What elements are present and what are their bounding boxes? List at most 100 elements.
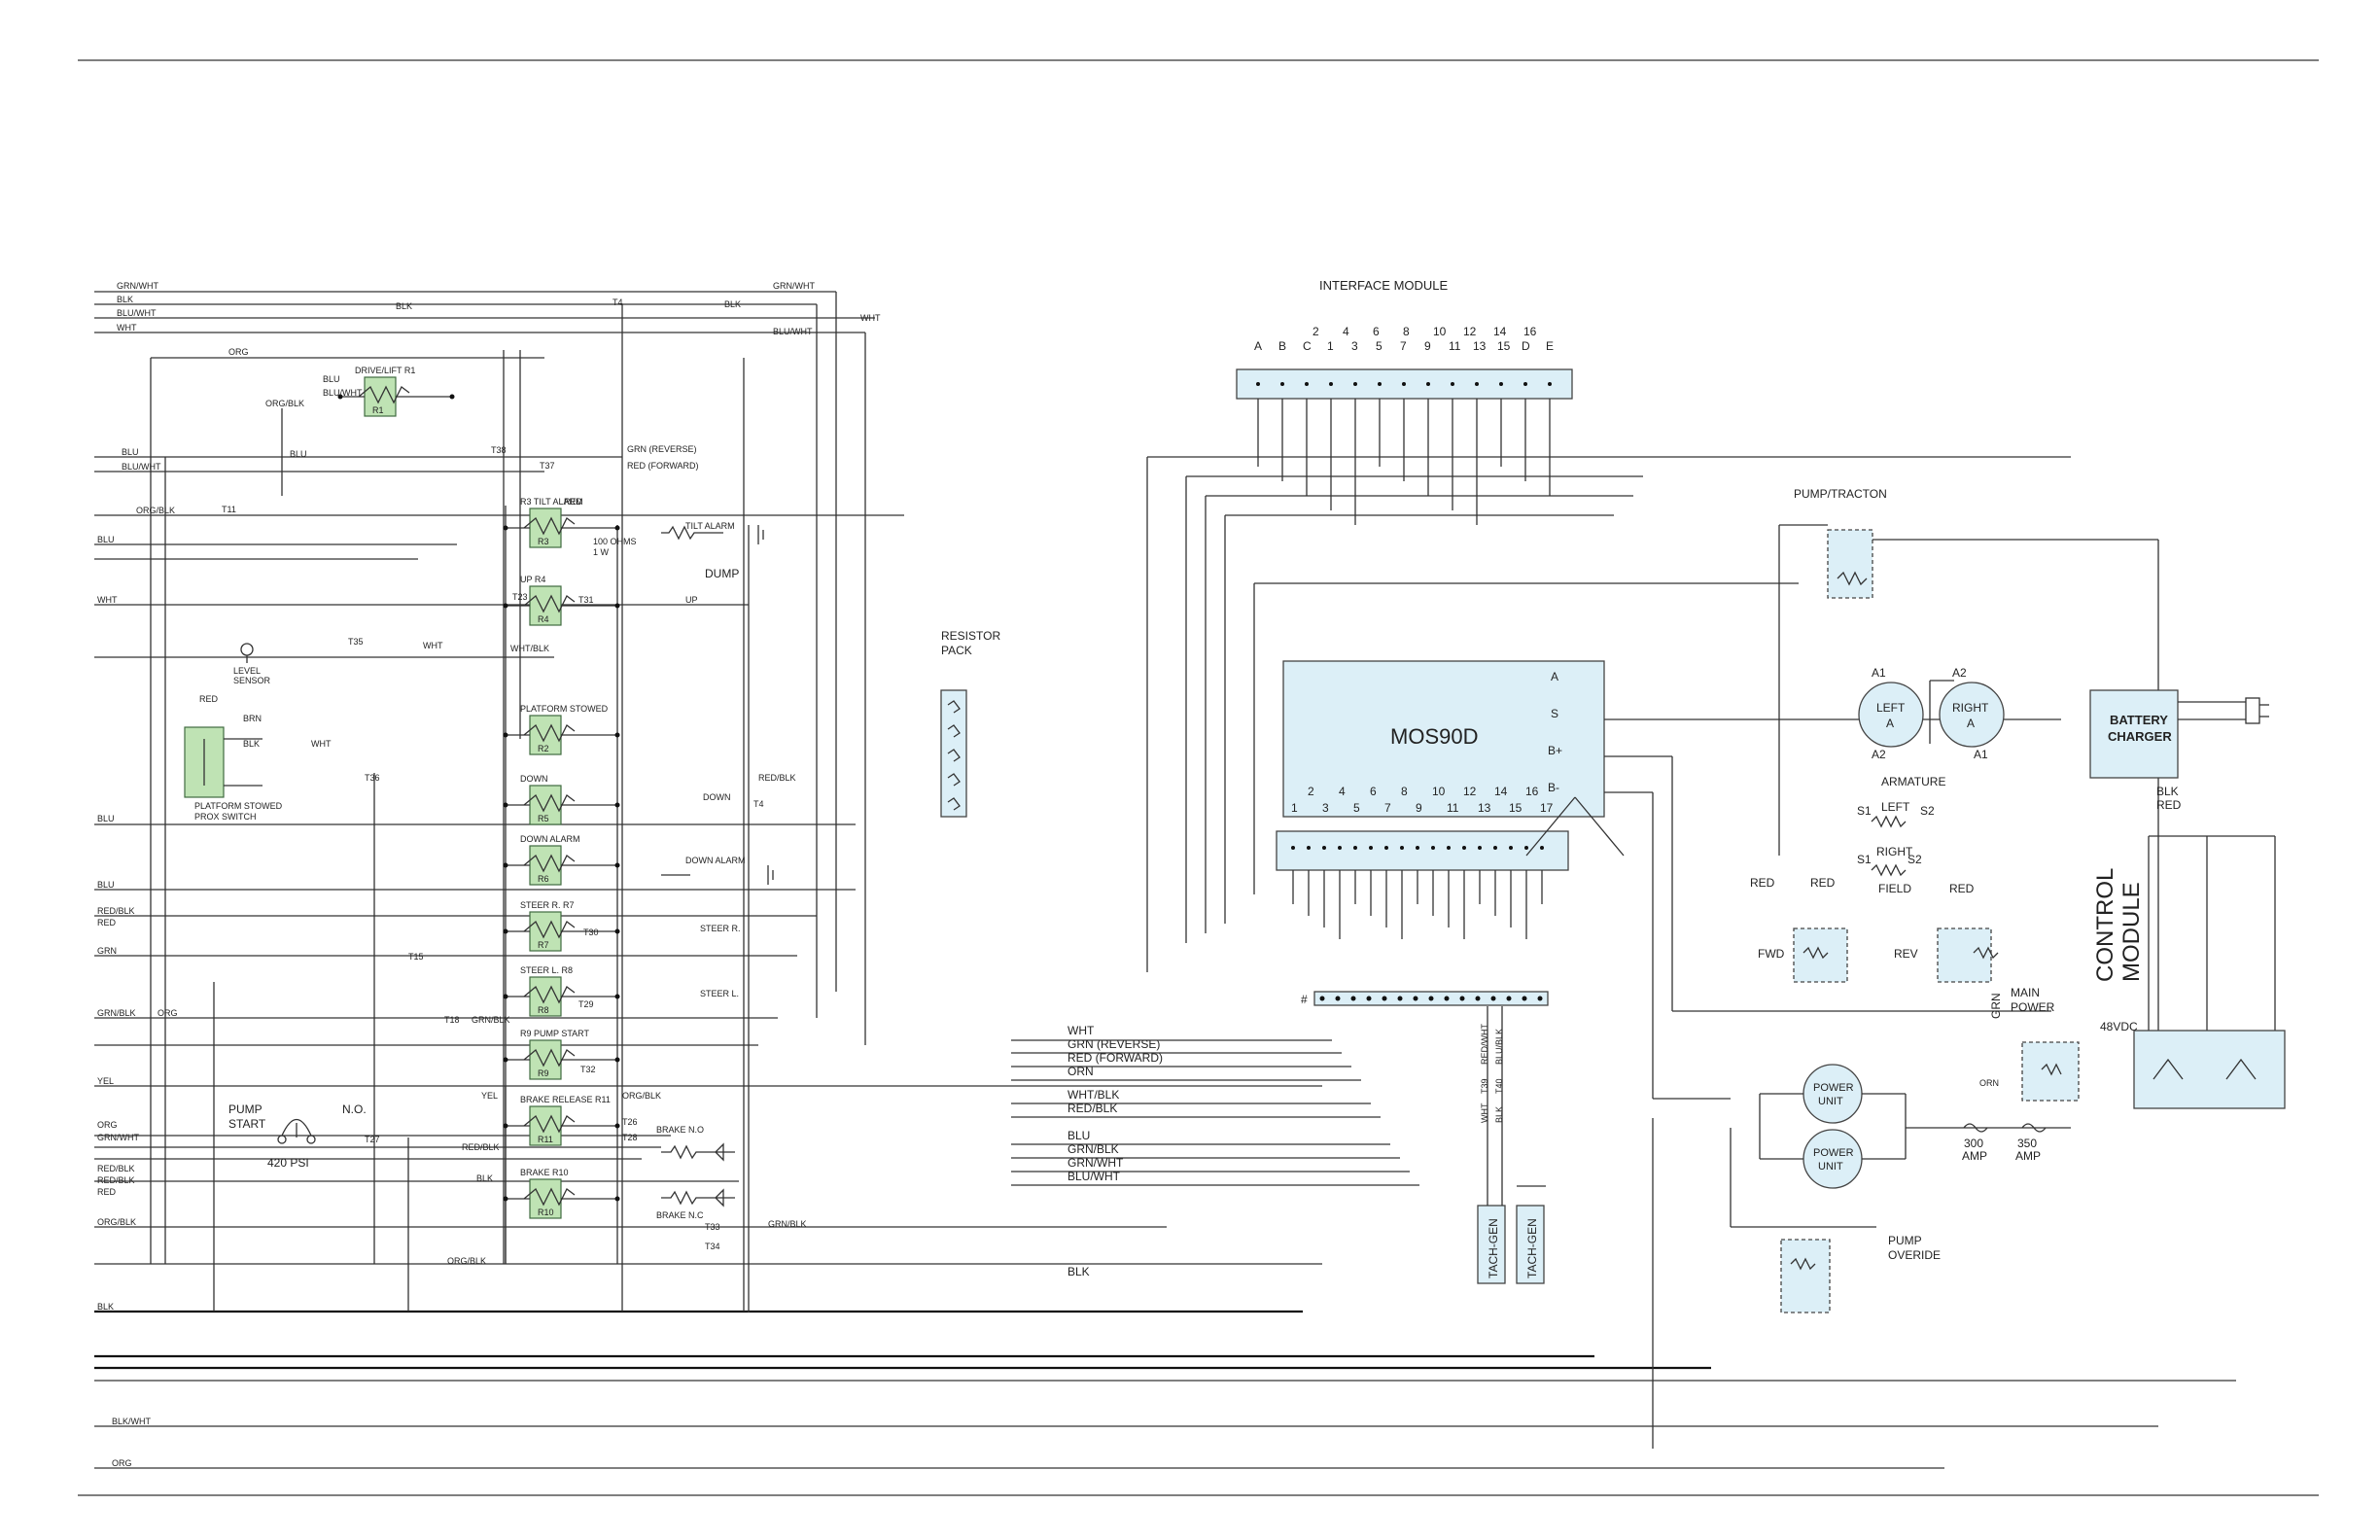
wire-label: GRN/BLK (472, 1015, 510, 1025)
relay-coil-label: R7 (538, 940, 549, 950)
wire-label: BLU/WHT (117, 308, 157, 318)
tach-wire-label: WHT (1480, 1102, 1489, 1123)
im-pin-dot (1402, 382, 1406, 386)
im-pin-bottom-label: D (1522, 339, 1530, 353)
tach-wire-label: T39 (1480, 1078, 1489, 1094)
relay-name-label: BRAKE R10 (520, 1168, 569, 1177)
tach-generators: WHT T39 RED/WHT BLK T40 BLU/BLK TACH-GEN… (1477, 1006, 1546, 1284)
im-pin-bottom-label: 7 (1400, 339, 1407, 353)
terminal-t35: T35 (348, 637, 364, 647)
im-pin-dot (1353, 382, 1357, 386)
mos-pin-top-label: 14 (1494, 785, 1508, 798)
tach-gen-1-label: TACH-GEN (1487, 1218, 1500, 1278)
tach-wire-label: RED/WHT (1480, 1024, 1489, 1065)
wire-label: RED (97, 1187, 117, 1197)
interface-module-title: INTERFACE MODULE (1319, 278, 1449, 293)
pump-start-label: START (228, 1117, 266, 1131)
wire-label: ORG/BLK (265, 399, 304, 408)
terminal-t29: T29 (578, 999, 594, 1009)
wire-label: BLU/WHT (122, 462, 161, 472)
red-label: RED (1949, 882, 1975, 895)
field-windings: S1 LEFT S2 S1 RIGHT S2 FIELD (1857, 800, 1935, 895)
wire-label: WHT (860, 313, 881, 323)
center-wire-label: BLK (1068, 1265, 1090, 1278)
im-pin-bottom-label: A (1254, 339, 1262, 353)
im-pin-bottom-label: B (1278, 339, 1286, 353)
mos-pin-dot (1369, 846, 1373, 850)
terminal-t36: T36 (365, 773, 380, 783)
wire-label: ORG (158, 1008, 178, 1018)
wire-label: GRN/WHT (97, 1133, 139, 1142)
left-motor-sub: A (1886, 717, 1894, 730)
mos-pin-dot (1307, 846, 1311, 850)
charger-wire-red: RED (2156, 798, 2182, 812)
power-unit-1-label: UNIT (1818, 1096, 1843, 1107)
center-wire-label: RED/BLK (1068, 1102, 1117, 1115)
mos-pin-dot (1338, 846, 1342, 850)
level-sensor: LEVEL SENSOR (233, 643, 271, 685)
main-power-label: POWER (2011, 1000, 2055, 1014)
relay-r2: PLATFORM STOWED R2 (503, 704, 620, 755)
wire-label: RED/BLK (97, 906, 135, 916)
strip-pin-dot (1366, 996, 1372, 1001)
pump-override-label: PUMP (1888, 1234, 1922, 1247)
wire-label: WHT (423, 641, 443, 650)
level-sensor-label: SENSOR (233, 676, 271, 685)
battery-charger: BATTERY CHARGER BLK RED (2089, 689, 2269, 812)
wire-label: BLK (243, 739, 260, 749)
wire-label: YEL (97, 1076, 114, 1086)
terminal-t37: T37 (540, 461, 555, 471)
mos-pin-dot (1353, 846, 1357, 850)
resistor-watt-label: 1 W (593, 547, 610, 557)
mos-pin-dot (1384, 846, 1388, 850)
center-wire-label: GRN (REVERSE) (1068, 1037, 1160, 1051)
mos-pin-dot (1540, 846, 1544, 850)
left-motor-a2: A2 (1872, 748, 1886, 761)
relay-coil-label: R8 (538, 1005, 549, 1015)
terminal-t11: T11 (222, 505, 236, 514)
im-pin-dot (1426, 382, 1430, 386)
mos-pin-bottom-label: 17 (1540, 801, 1554, 815)
tilt-alarm-label: TILT ALARM (685, 521, 735, 531)
relay-name-label: BRAKE RELEASE R11 (520, 1095, 611, 1104)
wire-label: RED (199, 694, 219, 704)
prox-switch: PLATFORM STOWED PROX SWITCH (184, 726, 283, 822)
pump-override: PUMP OVERIDE (1730, 1128, 1941, 1313)
relay-name-label: DOWN ALARM (520, 834, 580, 844)
relay-name-label: STEER R. R7 (520, 900, 575, 910)
im-pin-bottom-label: 1 (1327, 339, 1334, 353)
mos-pin-dot (1431, 846, 1435, 850)
psi-label: 420 PSI (267, 1156, 309, 1170)
center-wire-label: GRN/BLK (1068, 1142, 1119, 1156)
im-pin-dot (1451, 382, 1454, 386)
brake-nc-label: BRAKE N.C (656, 1210, 704, 1220)
terminal-strip-hash: # (1301, 993, 1308, 1006)
wire-label: ORG/BLK (622, 1091, 661, 1101)
mos-pin-top-label: 2 (1308, 785, 1314, 798)
relay-coil-label: R2 (538, 744, 549, 753)
wire-label: ORG (97, 1120, 118, 1130)
down-output-label: DOWN (703, 792, 731, 802)
mos-pin-dot (1509, 846, 1513, 850)
mos-pin-top-label: 4 (1339, 785, 1346, 798)
down-alarm-output-label: DOWN ALARM (685, 856, 746, 865)
terminal-t32: T32 (580, 1065, 596, 1074)
top-bus-labels: GRN/WHT BLK BLU/WHT WHT GRN (REVERSE) RE… (627, 281, 881, 471)
wire-label: ORG/BLK (447, 1256, 486, 1266)
center-wire-label: BLU (1068, 1129, 1090, 1142)
tach-wire-label: BLK (1494, 1106, 1504, 1123)
pump-traction-label: PUMP/TRACTON (1794, 487, 1887, 501)
wire-label: WHT/BLK (510, 644, 549, 653)
left-wire-bus (94, 291, 2236, 1469)
right-motor-sub: A (1967, 717, 1975, 730)
control-module: CONTROL MODULE 48VDC (2092, 835, 2286, 1109)
wire-label: BLK (117, 295, 133, 304)
relay-name-label: PLATFORM STOWED (520, 704, 609, 714)
charger-wire-blk: BLK (2156, 785, 2179, 798)
im-pin-dot (1499, 382, 1503, 386)
pump-override-label: OVERIDE (1888, 1248, 1941, 1262)
